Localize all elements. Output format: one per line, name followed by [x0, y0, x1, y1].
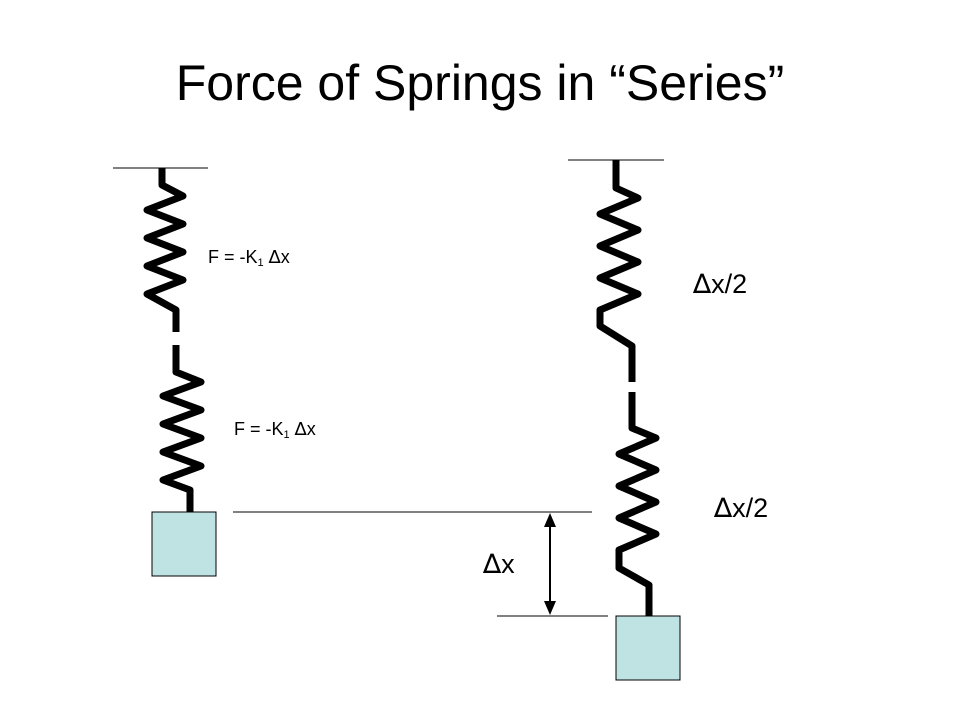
label-prefix: F = -K [234, 419, 284, 439]
label-prefix: F = -K [208, 247, 258, 267]
right-lower-spring [615, 418, 660, 616]
displacement-arrowhead-down [544, 601, 556, 615]
label-text: x/2 [732, 493, 769, 523]
left-lower-spring [159, 362, 205, 512]
label-text: x/2 [711, 269, 748, 299]
left-mass-block [151, 511, 217, 577]
left-spring-system [113, 167, 217, 577]
left-upper-spring-label: F = -K1 ∆x [208, 246, 290, 274]
label-text: x [501, 549, 515, 579]
slide-title: Force of Springs in “Series” [175, 55, 785, 111]
right-lower-spring-label: ∆x/2 [714, 492, 768, 525]
displacement-marker [233, 511, 608, 617]
right-upper-spring-label: ∆x/2 [693, 268, 747, 301]
delta-symbol: ∆ [294, 419, 307, 440]
left-upper-spring [143, 168, 187, 332]
label-subscript: 1 [257, 257, 264, 269]
label-variable: x [280, 247, 290, 267]
delta-symbol: ∆ [714, 493, 733, 524]
right-upper-spring [596, 160, 642, 382]
left-lower-spring-label: F = -K1 ∆x [234, 418, 316, 446]
displacement-label: ∆x [483, 548, 515, 581]
delta-symbol: ∆ [693, 269, 712, 300]
delta-symbol: ∆ [483, 549, 502, 580]
right-spring-system [568, 159, 681, 681]
label-variable: x [306, 419, 316, 439]
displacement-arrowhead-up [544, 513, 556, 527]
right-mass-block [615, 615, 681, 681]
delta-symbol: ∆ [268, 247, 281, 268]
label-subscript: 1 [283, 429, 290, 441]
